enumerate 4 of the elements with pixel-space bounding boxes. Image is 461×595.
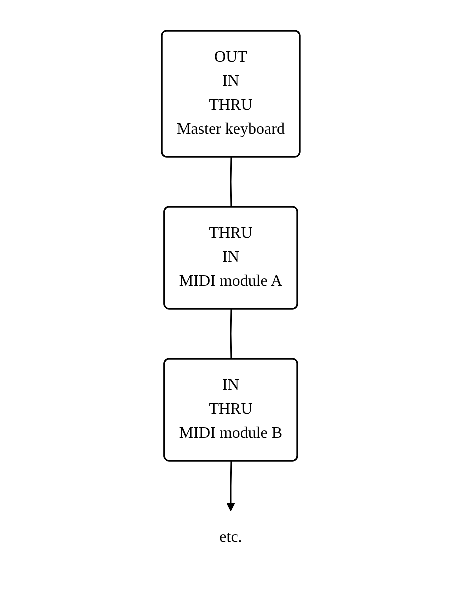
connector — [230, 156, 232, 208]
arrow — [226, 460, 235, 511]
connector — [230, 308, 232, 360]
node-text: etc. — [219, 528, 242, 546]
